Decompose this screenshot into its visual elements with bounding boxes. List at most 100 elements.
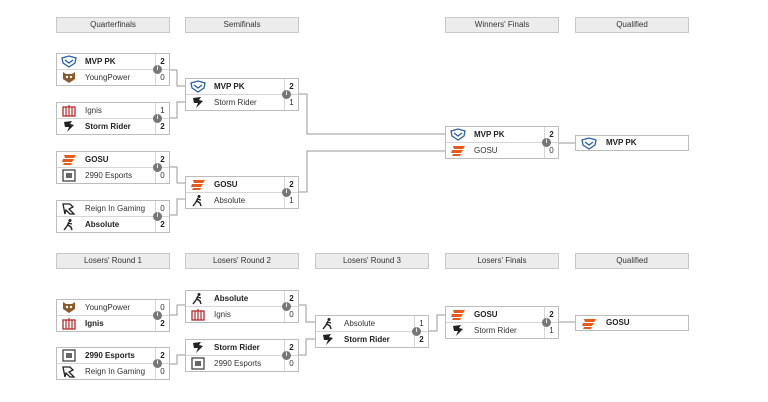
storm-rider-logo-icon — [190, 96, 206, 109]
team-score: 0 — [284, 307, 298, 322]
team-name: MVP PK — [85, 57, 116, 66]
team-name: Ignis — [214, 310, 231, 319]
team-score: 2 — [284, 79, 298, 94]
header-qualified-upper: Qualified — [575, 17, 689, 33]
team-name: Storm Rider — [214, 343, 260, 352]
match-info-icon[interactable]: i — [153, 212, 162, 221]
team-row[interactable]: 2990 Esports 2 — [57, 348, 169, 364]
match-info-icon[interactable]: i — [282, 302, 291, 311]
match-info-icon[interactable]: i — [153, 114, 162, 123]
match-info-icon[interactable]: i — [282, 351, 291, 360]
absolute-logo-icon — [190, 194, 206, 207]
match-info-icon[interactable]: i — [153, 163, 162, 172]
team-score: 2 — [284, 291, 298, 306]
team-row[interactable]: Absolute 2 — [57, 217, 169, 232]
team-score: 2 — [414, 332, 428, 347]
header-quarterfinals: Quarterfinals — [56, 17, 170, 33]
match-info-icon[interactable]: i — [542, 318, 551, 327]
ignis-logo-icon — [190, 308, 206, 321]
storm-rider-logo-icon — [450, 324, 466, 337]
match-info-icon[interactable]: i — [282, 188, 291, 197]
team-score: 0 — [155, 300, 169, 315]
team-score: 2 — [284, 177, 298, 192]
team-score: 2 — [155, 217, 169, 232]
match-info-icon[interactable]: i — [153, 311, 162, 320]
team-row[interactable]: Storm Rider 2 — [316, 332, 428, 347]
storm-rider-logo-icon — [320, 333, 336, 346]
match-info-icon[interactable]: i — [153, 65, 162, 74]
2990-esports-logo-icon — [61, 349, 77, 362]
team-score: 1 — [544, 323, 558, 338]
team-row[interactable]: MVP PK 2 — [446, 127, 558, 143]
team-row[interactable]: YoungPower 0 — [57, 70, 169, 85]
team-score: 0 — [155, 70, 169, 85]
header-winners-finals: Winners' Finals — [445, 17, 559, 33]
team-row[interactable]: MVP PK 2 — [186, 79, 298, 95]
team-score: 2 — [155, 348, 169, 363]
qualified-slot-upper[interactable]: MVP PK — [575, 135, 689, 151]
team-score: 2 — [284, 340, 298, 355]
match-info-icon[interactable]: i — [153, 359, 162, 368]
team-score: 1 — [155, 103, 169, 118]
header-losers-round-1: Losers' Round 1 — [56, 253, 170, 269]
storm-rider-logo-icon — [190, 341, 206, 354]
match-info-icon[interactable]: i — [542, 138, 551, 147]
match-info-icon[interactable]: i — [412, 327, 421, 336]
absolute-logo-icon — [320, 317, 336, 330]
2990-esports-logo-icon — [190, 357, 206, 370]
qualified-slot-lower[interactable]: GOSU — [575, 315, 689, 331]
team-name: Absolute — [85, 220, 120, 229]
team-score: 0 — [284, 356, 298, 371]
team-score: 1 — [284, 193, 298, 208]
team-name: GOSU — [474, 310, 498, 319]
team-score: 2 — [544, 127, 558, 142]
team-name: Absolute — [214, 196, 246, 205]
team-name: Reign In Gaming — [85, 204, 146, 213]
team-name: MVP PK — [214, 82, 245, 91]
match-info-icon[interactable]: i — [282, 90, 291, 99]
team-row[interactable]: Ignis 0 — [186, 307, 298, 322]
team-score: 0 — [544, 143, 558, 158]
absolute-logo-icon — [61, 218, 77, 231]
mvp-pk-logo-icon — [450, 128, 466, 141]
team-row[interactable]: GOSU 0 — [446, 143, 558, 158]
team-row[interactable]: Absolute 1 — [186, 193, 298, 208]
team-name: GOSU — [474, 146, 498, 155]
team-score: 2 — [155, 152, 169, 167]
team-name: Storm Rider — [344, 335, 390, 344]
team-name: 2990 Esports — [85, 351, 135, 360]
team-name: MVP PK — [474, 130, 505, 139]
team-row[interactable]: Storm Rider 2 — [186, 340, 298, 356]
team-name: YoungPower — [85, 73, 131, 82]
